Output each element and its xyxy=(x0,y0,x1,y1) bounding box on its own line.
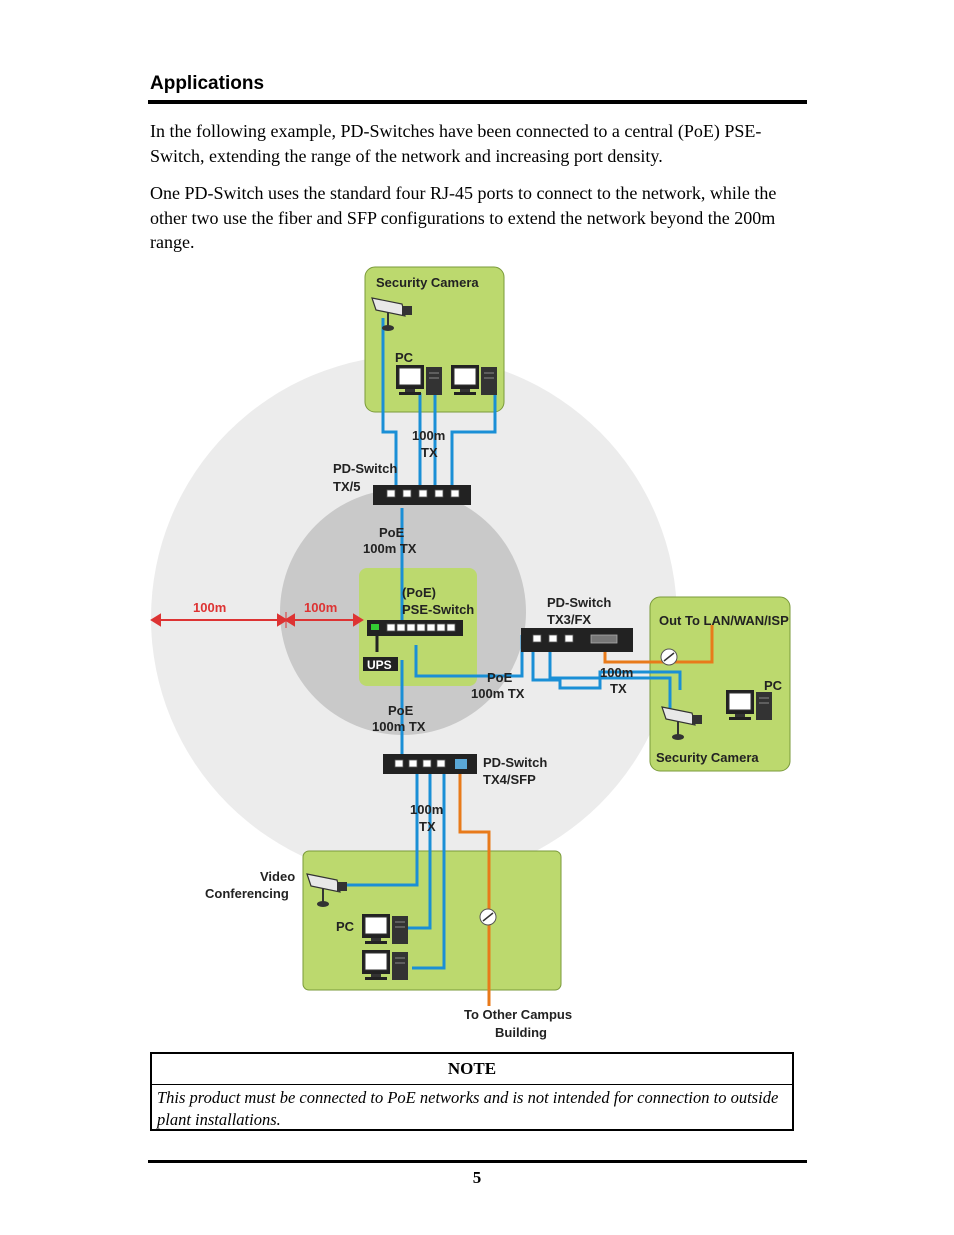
ups-block xyxy=(363,657,398,671)
tx-right-label: 100m xyxy=(600,665,633,680)
page-number: 5 xyxy=(472,1168,482,1187)
poe-top-distance: 100m TX xyxy=(363,541,417,556)
pd-switch-tx4sfp xyxy=(383,754,477,774)
ups-label: UPS xyxy=(367,658,392,672)
pse-switch xyxy=(367,620,463,636)
pd-switch-tx5 xyxy=(373,485,471,505)
poe-top-label: PoE xyxy=(379,525,405,540)
pd-switch-tx3fx-model: TX3/FX xyxy=(547,612,591,627)
campus-label-2: Building xyxy=(495,1025,547,1040)
range-left-label: 100m xyxy=(193,600,226,615)
poe-right-label: PoE xyxy=(487,670,513,685)
campus-label: To Other Campus xyxy=(464,1007,572,1022)
intro-paragraph: In the following example, PD-Switches ha… xyxy=(150,121,762,166)
pd-switch-tx5-label: PD-Switch xyxy=(333,461,397,476)
note-title: NOTE xyxy=(152,1054,792,1085)
right-pc-label: PC xyxy=(764,678,783,693)
heading-rule xyxy=(148,100,807,104)
tx-bottom-label: 100m xyxy=(410,802,443,817)
tx-right-label-2: TX xyxy=(610,681,627,696)
out-to-lan-label: Out To LAN/WAN/ISP xyxy=(659,613,789,628)
poe-right-distance: 100m TX xyxy=(471,686,525,701)
pd-switch-tx3fx-label: PD-Switch xyxy=(547,595,611,610)
range-right-label: 100m xyxy=(304,600,337,615)
tx-top-label: 100m xyxy=(412,428,445,443)
footer-rule xyxy=(148,1160,807,1163)
note-box: NOTE This product must be connected to P… xyxy=(150,1052,794,1131)
right-camera-label: Security Camera xyxy=(656,750,759,765)
pd-switch-tx3fx xyxy=(521,628,633,652)
top-pc-label: PC xyxy=(395,350,414,365)
pd-switch-tx5-model: TX/5 xyxy=(333,479,360,494)
top-camera-label: Security Camera xyxy=(376,275,479,290)
video-conf-label: Video xyxy=(260,869,295,884)
section-heading: Applications xyxy=(150,73,265,94)
poe-bottom-label: PoE xyxy=(388,703,414,718)
pd-switch-tx4sfp-label: PD-Switch xyxy=(483,755,547,770)
pd-switch-tx4sfp-model: TX4/SFP xyxy=(483,772,536,787)
bottom-pc-label: PC xyxy=(336,919,355,934)
video-conf-label-2: Conferencing xyxy=(205,886,289,901)
pse-switch-model: PSE-Switch xyxy=(402,602,474,617)
poe-bottom-distance: 100m TX xyxy=(372,719,426,734)
right-zone xyxy=(649,596,791,772)
network-diagram: Security Camera PC 100m TX PD-Switch TX/… xyxy=(150,266,791,1040)
detail-paragraph: One PD-Switch uses the standard four RJ-… xyxy=(150,183,777,252)
tx-bottom-label-2: TX xyxy=(419,819,436,834)
note-text: This product must be connected to PoE ne… xyxy=(157,1088,779,1129)
tx-top-label-2: TX xyxy=(421,445,438,460)
pse-switch-label: (PoE) xyxy=(402,585,436,600)
